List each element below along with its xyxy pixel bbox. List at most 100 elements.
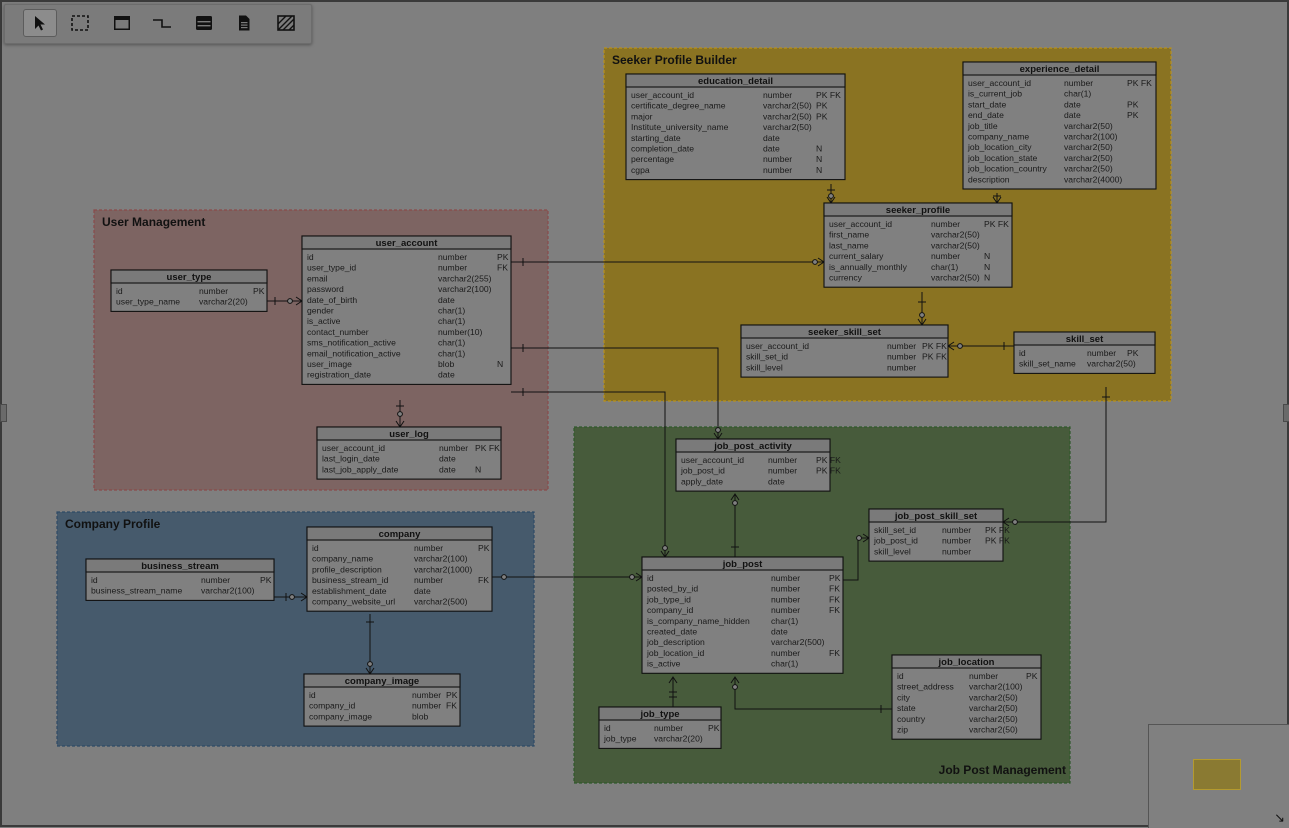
right-panel-handle[interactable]: [1283, 404, 1289, 422]
table-tool-button[interactable]: [105, 9, 139, 37]
note-tool-button[interactable]: [227, 9, 261, 37]
minimap-viewport[interactable]: [1193, 759, 1241, 790]
pointer-tool-button[interactable]: [23, 9, 57, 37]
view-tool-button[interactable]: [187, 9, 221, 37]
relation-tool-button[interactable]: [145, 9, 179, 37]
marquee-select-tool-button[interactable]: [63, 9, 97, 37]
relationship-line[interactable]: [1003, 387, 1107, 523]
left-panel-handle[interactable]: [0, 404, 7, 422]
area-tool-button[interactable]: [269, 9, 303, 37]
minimap[interactable]: ↘: [1148, 724, 1289, 828]
relationship-line[interactable]: [843, 537, 869, 581]
relationship-line[interactable]: [511, 347, 719, 439]
